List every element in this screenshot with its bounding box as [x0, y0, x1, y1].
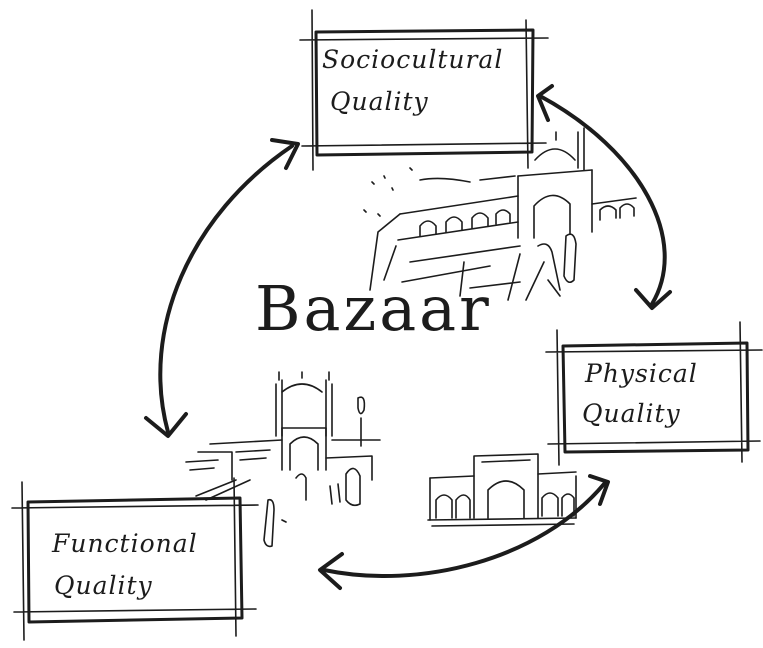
physical-label-line2: Quality — [582, 399, 681, 428]
arrow-physical-functional — [318, 474, 610, 590]
arcade-facade-sketch — [427, 453, 577, 527]
functional-label-line1: Functional — [52, 529, 198, 558]
physical-box — [545, 321, 763, 466]
functional-box — [11, 477, 259, 641]
sociocultural-box — [299, 9, 549, 171]
sociocultural-label-line1: Sociocultural — [322, 45, 504, 74]
arrow-functional-sociocultural — [144, 138, 300, 438]
sociocultural-label-line2: Quality — [330, 87, 429, 116]
physical-label-line1: Physical — [585, 359, 698, 388]
mosque-gate-sketch — [185, 371, 381, 548]
functional-label-line2: Quality — [54, 571, 153, 600]
mosque-courtyard-sketch — [363, 127, 637, 301]
bazaar-title: Bazaar — [255, 272, 492, 345]
arrow-sociocultural-physical — [536, 84, 672, 310]
